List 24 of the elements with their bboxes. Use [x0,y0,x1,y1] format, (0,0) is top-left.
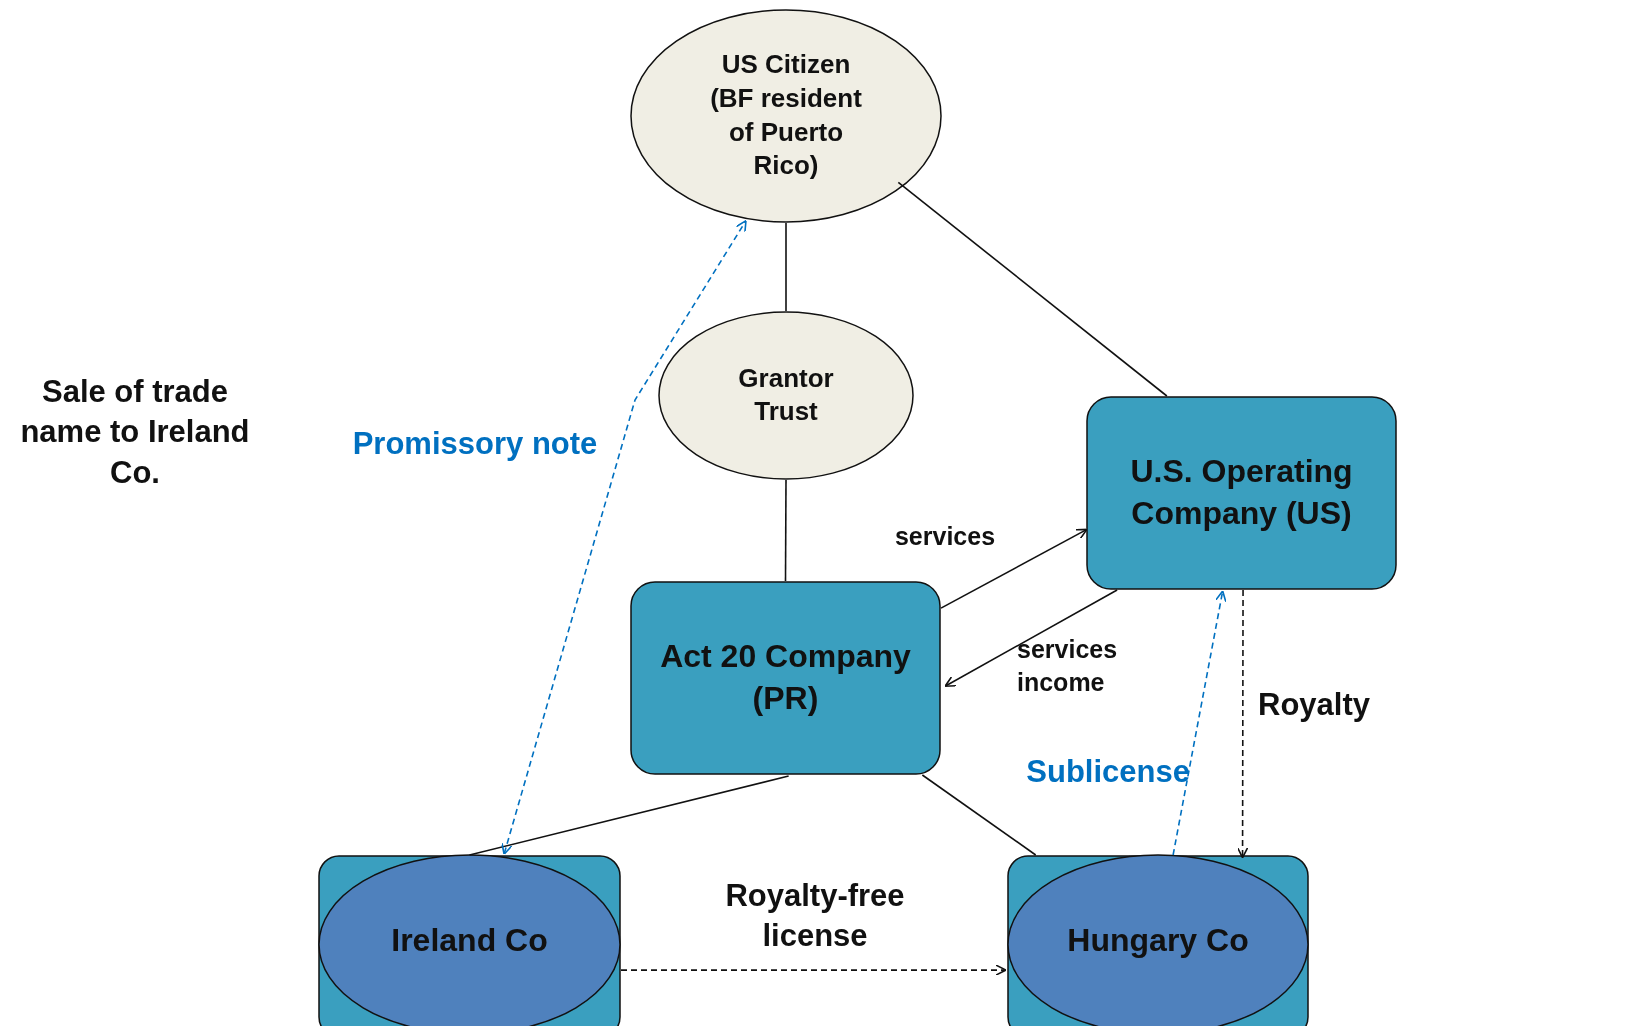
connector [897,181,1168,397]
connector [940,528,1088,609]
connector [468,775,790,856]
connector [944,589,1118,688]
connector [784,479,787,582]
node-label: Hungary Co [1066,920,1250,960]
edge-label: Royalty-free license [724,877,906,956]
connector [620,964,1007,976]
node-label: Act 20 Company (PR) [659,637,912,718]
node-label: Ireland Co [390,920,549,960]
edge-label: Royalty [1258,686,1371,724]
connector [1172,590,1227,856]
node-label: Grantor Trust [737,361,835,429]
note-text: Sale of trade name to Ireland Co. [19,373,251,492]
edge-label: Promissory note [351,425,599,463]
edge-label: services income [1017,634,1119,698]
edge-label: services [893,521,997,552]
node-label: US Citizen (BF resident of Puerto Rico) [709,48,863,183]
connector [1236,589,1249,859]
connector [785,222,787,312]
edge-label: Sublicense [1025,753,1190,791]
node-label: U.S. Operating Company (US) [1129,452,1354,533]
connector [501,219,747,856]
connector [921,774,1037,856]
